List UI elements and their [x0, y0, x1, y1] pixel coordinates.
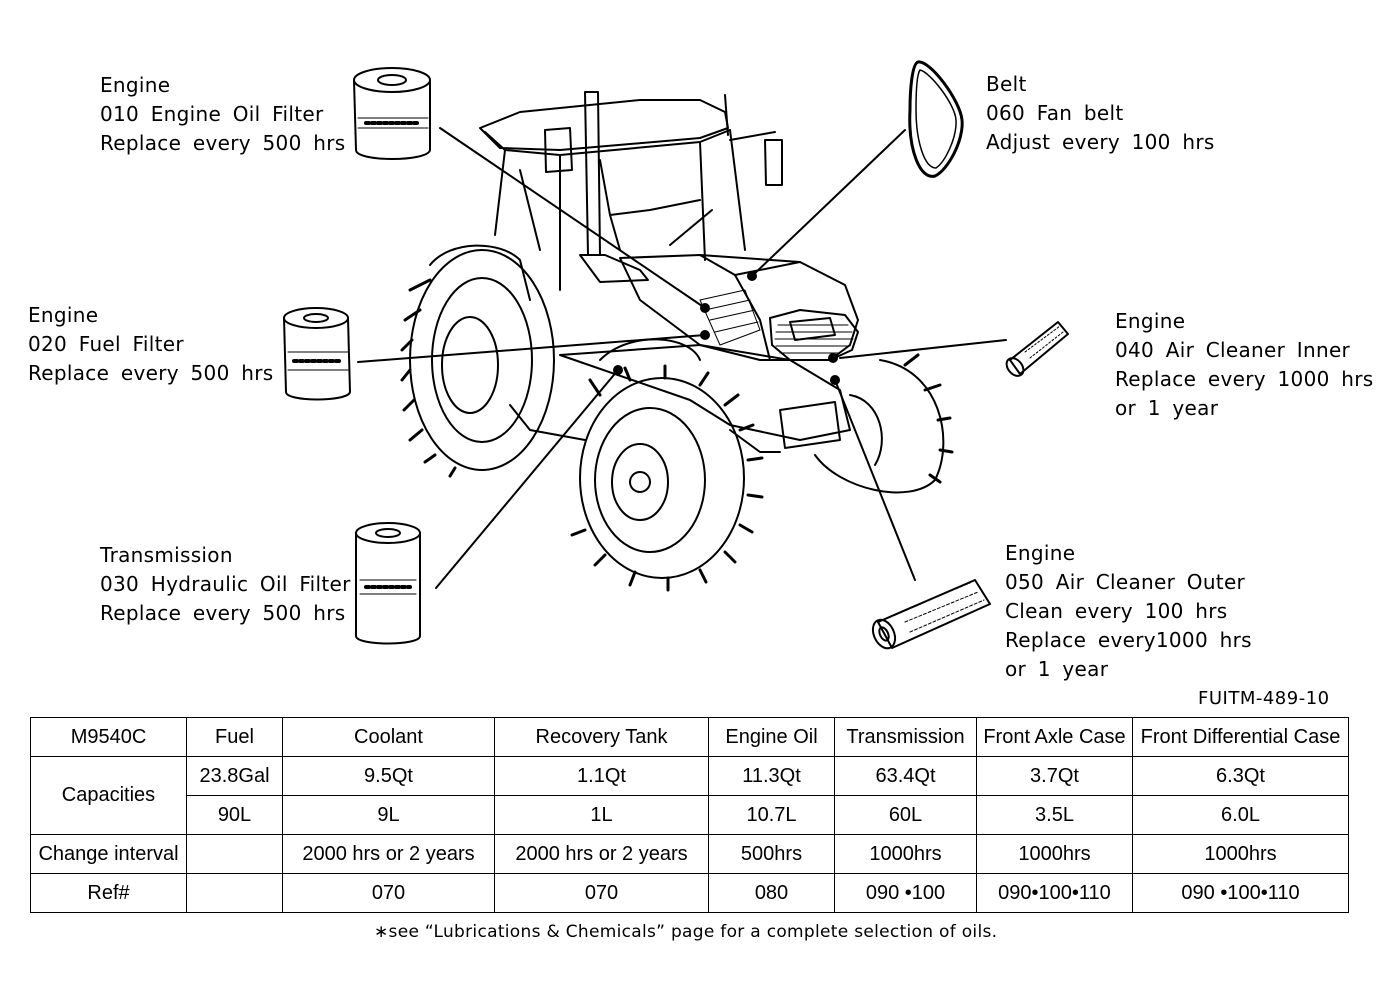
leader-lines: [357, 127, 1007, 589]
table-cell: 9L: [282, 795, 495, 835]
table-row: Capacities 23.8Gal 9.5Qt 1.1Qt 11.3Qt 63…: [30, 756, 1349, 835]
table-cell: 6.3Qt: [1132, 756, 1349, 796]
callout-fan-belt: Belt 060 Fan belt Adjust every 100 hrs: [986, 70, 1215, 157]
table-cell: [186, 873, 283, 913]
table-cell: 1000hrs: [976, 834, 1133, 874]
callout-category: Belt: [986, 72, 1027, 96]
callout-part: 030 Hydraulic Oil Filter: [100, 572, 351, 596]
fuel-filter-icon: [283, 307, 351, 401]
header-cell: Engine Oil: [708, 717, 835, 757]
callout-oil-filter: Engine 010 Engine Oil Filter Replace eve…: [100, 71, 345, 158]
callout-interval: Replace every 500 hrs: [28, 361, 274, 385]
callout-category: Transmission: [100, 543, 233, 567]
table-cell: 1000hrs: [1132, 834, 1349, 874]
callout-interval-3: or 1 year: [1005, 657, 1109, 681]
table-cell: 1.1Qt: [494, 756, 709, 796]
hydraulic-filter-icon: [355, 522, 421, 645]
table-cell: 1L: [494, 795, 709, 835]
table-cell: 2000 hrs or 2 years: [282, 834, 495, 874]
table-cell: 23.8Gal: [186, 756, 283, 796]
header-cell: Coolant: [282, 717, 495, 757]
tractor-illustration: [400, 91, 954, 592]
row-label: Capacities: [30, 756, 187, 835]
callout-part: 020 Fuel Filter: [28, 332, 184, 356]
row-label: Ref#: [30, 873, 187, 913]
header-cell: Front Differential Case: [1132, 717, 1349, 757]
callout-interval-2: or 1 year: [1115, 396, 1219, 420]
table-cell: 090 •100•110: [1132, 873, 1349, 913]
table-cell: 090 •100: [834, 873, 977, 913]
table-cell: 070: [494, 873, 709, 913]
header-cell: Front Axle Case: [976, 717, 1133, 757]
table-row: 90L 9L 1L 10.7L 60L 3.5L 6.0L: [31, 795, 1349, 835]
table-row: Ref# 070 070 080 090 •100 090•100•110 09…: [30, 873, 1349, 913]
table-cell: 9.5Qt: [282, 756, 495, 796]
table-cell: 080: [708, 873, 835, 913]
table-cell: 500hrs: [708, 834, 835, 874]
table-cell: 90L: [186, 795, 283, 835]
callout-fuel-filter: Engine 020 Fuel Filter Replace every 500…: [28, 301, 273, 388]
callout-category: Engine: [100, 73, 171, 97]
callout-air-cleaner-outer: Engine 050 Air Cleaner Outer Clean every…: [1005, 539, 1252, 684]
callout-part: 040 Air Cleaner Inner: [1115, 338, 1351, 362]
callout-category: Engine: [28, 303, 99, 327]
callout-interval: Replace every 500 hrs: [100, 601, 346, 625]
row-label: Change interval: [30, 834, 187, 874]
callout-category: Engine: [1115, 309, 1186, 333]
callout-interval: Replace every 500 hrs: [100, 131, 346, 155]
table-header-row: M9540C Fuel Coolant Recovery Tank Engine…: [30, 717, 1349, 757]
table-cell: 11.3Qt: [708, 756, 835, 796]
callout-hydraulic-filter: Transmission 030 Hydraulic Oil Filter Re…: [100, 541, 351, 628]
table-cell: 63.4Qt: [834, 756, 977, 796]
callout-interval: Adjust every 100 hrs: [986, 130, 1215, 154]
callout-interval: Clean every 100 hrs: [1005, 599, 1228, 623]
air-cleaner-outer-icon: [871, 579, 991, 650]
table-cell: 3.5L: [976, 795, 1133, 835]
callout-interval-2: Replace every1000 hrs: [1005, 628, 1252, 652]
capacities-table: M9540C Fuel Coolant Recovery Tank Engine…: [30, 717, 1349, 913]
callout-air-cleaner-inner: Engine 040 Air Cleaner Inner Replace eve…: [1115, 307, 1374, 423]
model-cell: M9540C: [30, 717, 187, 757]
callout-interval: Replace every 1000 hrs: [1115, 367, 1374, 391]
table-cell: [186, 834, 283, 874]
table-cell: 070: [282, 873, 495, 913]
header-cell: Recovery Tank: [494, 717, 709, 757]
table-cell: 6.0L: [1132, 795, 1349, 835]
table-cell: 3.7Qt: [976, 756, 1133, 796]
table-cell: 60L: [834, 795, 977, 835]
header-cell: Fuel: [186, 717, 283, 757]
figure-reference: FUITM-489-10: [1198, 688, 1330, 709]
fan-belt-icon: [908, 60, 964, 178]
table-row: Change interval 2000 hrs or 2 years 2000…: [30, 834, 1349, 874]
callout-part: 010 Engine Oil Filter: [100, 102, 324, 126]
air-cleaner-inner-icon: [1005, 321, 1069, 377]
table-cell: 090•100•110: [976, 873, 1133, 913]
oil-filter-icon: [353, 67, 431, 160]
callout-part: 060 Fan belt: [986, 101, 1124, 125]
callout-category: Engine: [1005, 541, 1076, 565]
table-cell: 10.7L: [708, 795, 835, 835]
table-cell: 1000hrs: [834, 834, 977, 874]
footnote: ∗see “Lubrications & Chemicals” page for…: [374, 922, 998, 942]
table-cell: 2000 hrs or 2 years: [494, 834, 709, 874]
callout-part: 050 Air Cleaner Outer: [1005, 570, 1246, 594]
header-cell: Transmission: [834, 717, 977, 757]
